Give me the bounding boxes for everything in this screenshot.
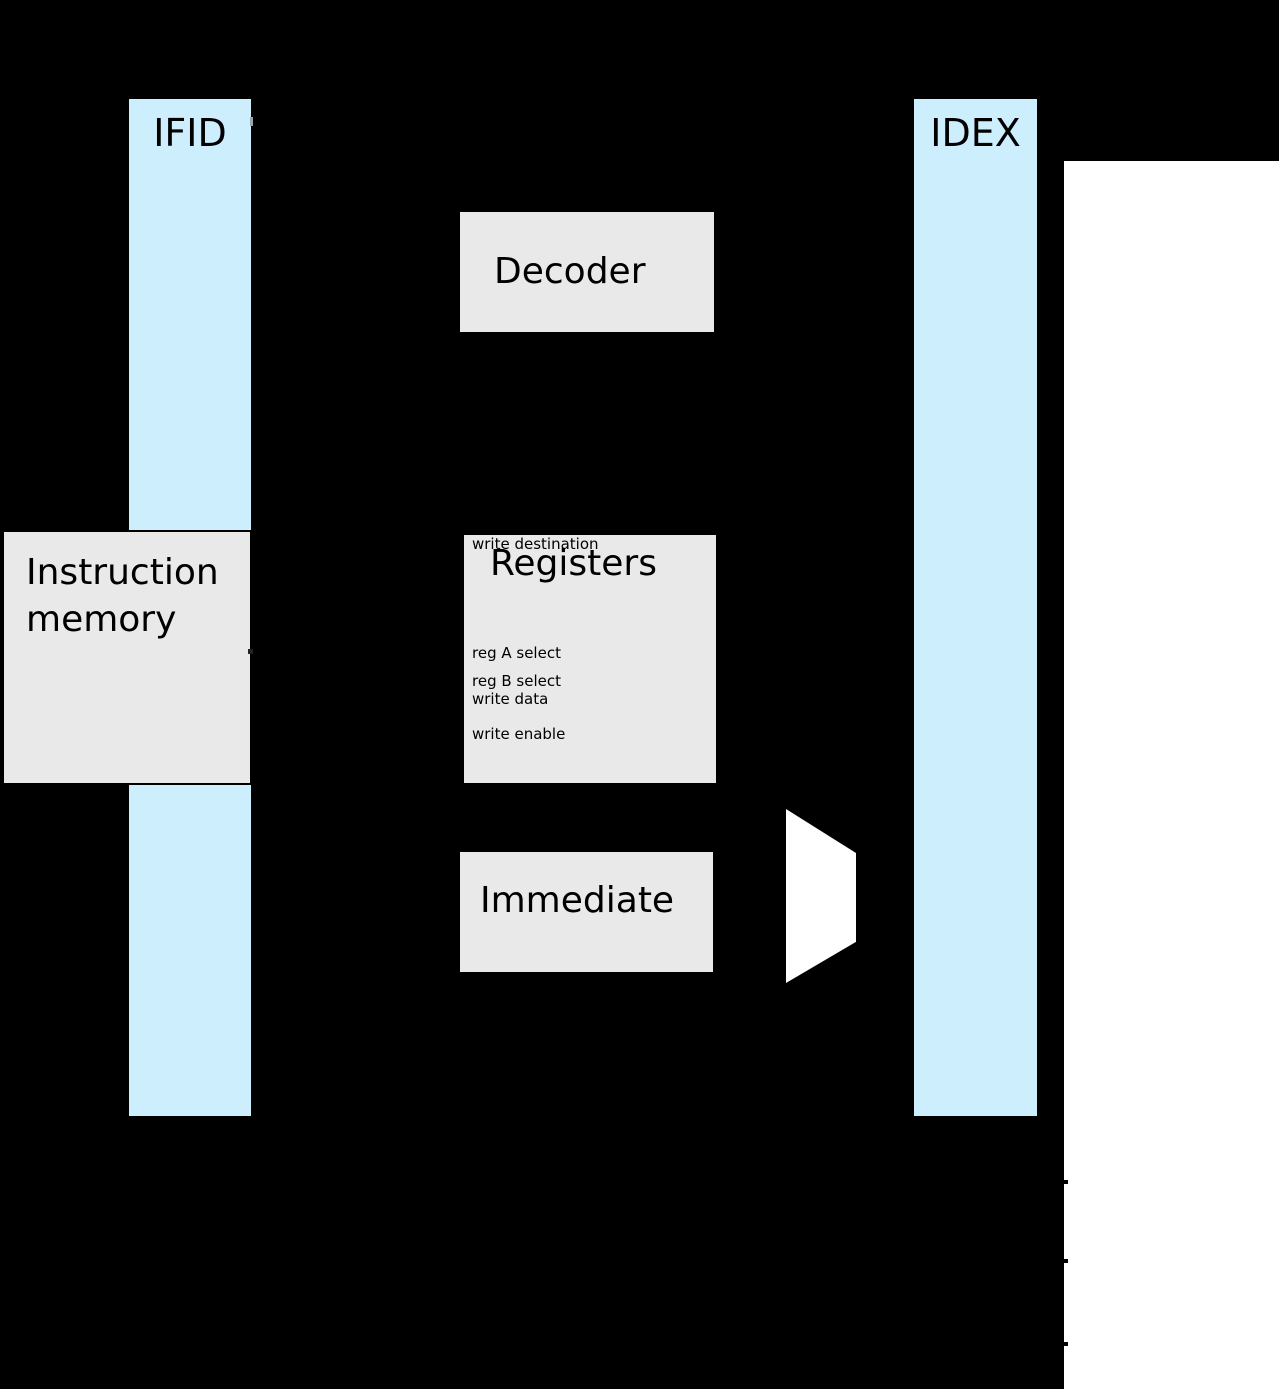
wire-stub-tick (250, 117, 253, 126)
mux-shape (786, 809, 856, 983)
instruction-memory-label-line2: memory (26, 598, 177, 640)
port-write-data: write data (472, 690, 549, 708)
immediate-label: Immediate (480, 880, 675, 921)
wire-stub-tick (1062, 1342, 1068, 1346)
port-reg-a-select: reg A select (472, 644, 561, 662)
pipeline-register-idex: IDEX (913, 98, 1038, 1117)
decoder-label: Decoder (494, 250, 646, 292)
wire-stub-tick (1062, 1180, 1068, 1184)
ifid-label: IFID (153, 111, 227, 155)
port-reg-b-select: reg B select (472, 672, 561, 690)
instruction-memory-block: Instruction memory (2, 530, 252, 785)
wire-stub-tick (248, 649, 253, 654)
registers-label: Registers (490, 543, 657, 584)
port-write-destination: write destination (472, 535, 599, 553)
registers-block: Registers reg A select reg B select writ… (462, 533, 718, 785)
idex-label: IDEX (930, 111, 1021, 155)
side-panel (1064, 161, 1279, 1389)
wire-stub-tick (1062, 1259, 1068, 1263)
decoder-block: Decoder (458, 210, 716, 334)
instruction-memory-label-line1: Instruction (26, 552, 219, 593)
port-write-enable: write enable (472, 725, 566, 743)
immediate-block: Immediate (458, 850, 715, 974)
